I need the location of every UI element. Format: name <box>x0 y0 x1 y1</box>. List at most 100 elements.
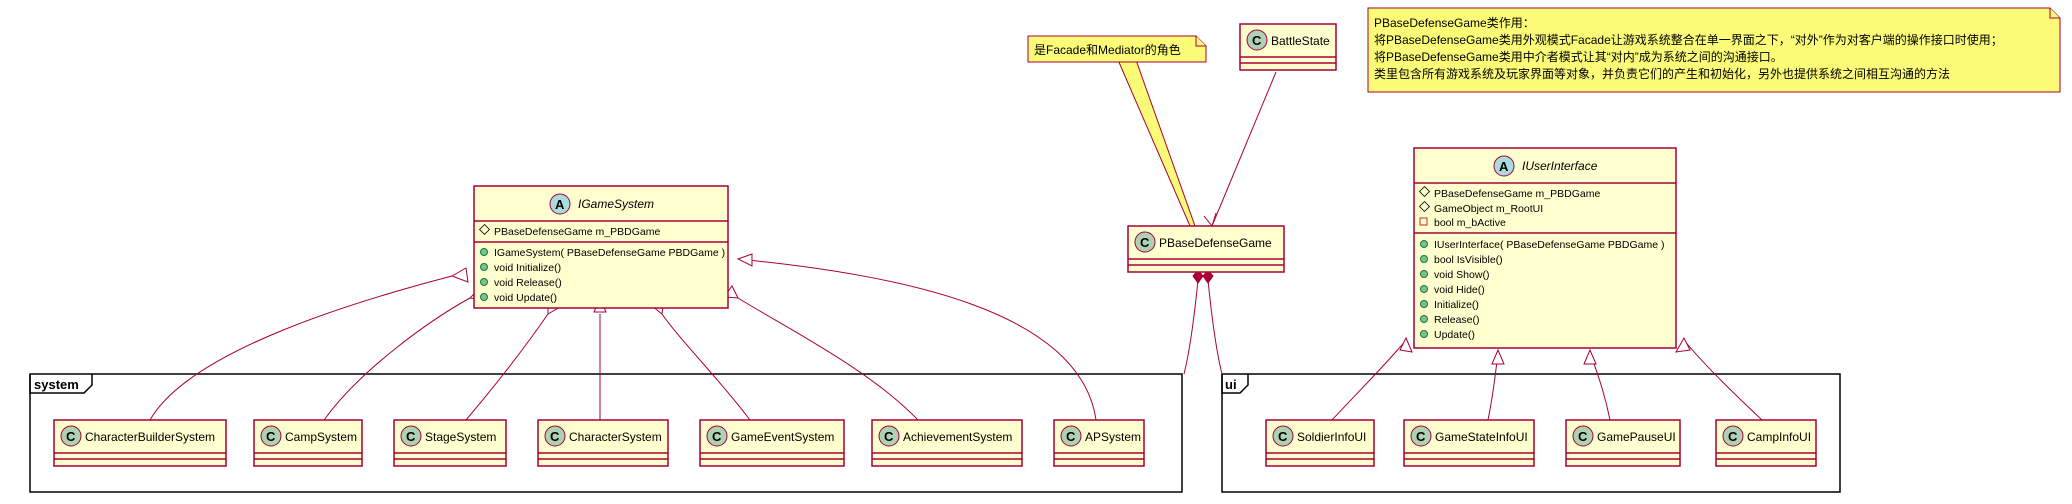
public-icon <box>480 248 488 256</box>
public-icon <box>1420 255 1428 263</box>
arrowhead-ui-2 <box>1491 348 1505 365</box>
pbasedefensegame-name: PBaseDefenseGame <box>1159 236 1272 250</box>
abstract-glyph: A <box>555 197 565 212</box>
iuserinterface-method-2: void Show() <box>1434 269 1489 281</box>
iuserinterface-method-0: IUserInterface( PBaseDefenseGame PBDGame… <box>1434 239 1665 251</box>
public-icon <box>1420 330 1428 338</box>
class-marker-icon <box>1272 425 1294 447</box>
class-glyph: C <box>1252 33 1262 48</box>
public-icon <box>1420 240 1428 248</box>
igamesystem-methods: IGameSystem( PBaseDefenseGame PBDGame ) … <box>480 247 725 304</box>
note-role-box <box>1027 35 1207 63</box>
edge-battlestate-pbdg <box>1211 71 1277 227</box>
class-stagesystem[interactable]: C StageSystem <box>393 419 507 467</box>
note-desc-line-1: 将PBaseDefenseGame类用外观模式Facade让游戏系统整合在单一界… <box>1374 32 2003 47</box>
class-gamestateinfoui[interactable]: C GameStateInfoUI <box>1403 419 1535 467</box>
class-marker-icon <box>1572 425 1594 447</box>
campsystem-name: CampSystem <box>285 430 357 444</box>
arrowhead-7 <box>736 253 753 267</box>
igamesystem-method-0: IGameSystem( PBaseDefenseGame PBDGame ) <box>494 247 725 259</box>
class-marker-icon <box>400 425 422 447</box>
class-pbasedefensegame[interactable]: C PBaseDefenseGame <box>1127 225 1285 273</box>
class-gameeventsystem[interactable]: C GameEventSystem <box>699 419 845 467</box>
class-glyph: C <box>1066 429 1076 444</box>
class-battlestate[interactable]: C BattleState <box>1239 23 1337 71</box>
class-apsystem[interactable]: C APSystem <box>1053 419 1145 467</box>
package-system-title: system <box>34 377 79 392</box>
class-glyph: C <box>66 429 76 444</box>
iuserinterface-field-0: PBaseDefenseGame m_PBDGame <box>1434 188 1600 200</box>
package-system-tab <box>29 374 93 394</box>
public-icon <box>1420 300 1428 308</box>
apsystem-name: APSystem <box>1085 430 1141 444</box>
public-icon <box>1420 315 1428 323</box>
class-achievementsystem[interactable]: C AchievementSystem <box>871 419 1023 467</box>
public-icon <box>1420 270 1428 278</box>
gamestateinfoui-name: GameStateInfoUI <box>1435 430 1528 444</box>
edge-gameeventsystem-igamesystem <box>661 313 751 421</box>
edge-campsystem-igamesystem <box>323 297 471 421</box>
note-role-fold <box>1195 36 1206 47</box>
note-desc-fold <box>2049 8 2060 19</box>
protected-icon <box>478 223 491 236</box>
edge-pbdg-system <box>1183 279 1199 375</box>
edge-soldierinfoui-iuserinterface <box>1331 339 1407 421</box>
igamesystem-method-3: void Update() <box>494 292 557 304</box>
iuserinterface-method-3: void Hide() <box>1434 284 1485 296</box>
class-marker-icon <box>544 425 566 447</box>
note-desc-line-3: 类里包含所有游戏系统及玩家界面等对象，并负责它们的产生和初始化，另外也提供系统之… <box>1374 66 1950 81</box>
package-system-frame <box>29 373 1183 493</box>
package-ui-tab <box>1221 374 1249 394</box>
abstract-marker-icon <box>549 193 571 215</box>
class-marker-icon <box>260 425 282 447</box>
class-characterbuildersystem[interactable]: C CharacterBuilderSystem <box>53 419 227 467</box>
class-charactersystem[interactable]: C CharacterSystem <box>537 419 669 467</box>
edge-pbdg-ui <box>1207 279 1223 375</box>
class-gamepauseui[interactable]: C GamePauseUI <box>1565 419 1681 467</box>
edge-characterbuildersystem-igamesystem <box>149 275 453 421</box>
igamesystem-box <box>473 185 729 309</box>
class-glyph: C <box>266 429 276 444</box>
note-desc-box <box>1367 7 2061 93</box>
edge-stagesystem-igamesystem <box>465 313 549 421</box>
campinfoui-name: CampInfoUI <box>1747 430 1811 444</box>
igamesystem-fields: PBaseDefenseGame m_PBDGame <box>478 223 660 238</box>
class-igamesystem[interactable]: A IGameSystem PBaseDefenseGame m_PBDGame… <box>473 185 729 309</box>
class-glyph: C <box>550 429 560 444</box>
gameeventsystem-name: GameEventSystem <box>731 430 834 444</box>
note-desc-line-0: PBaseDefenseGame类作用： <box>1374 16 1535 30</box>
class-marker-icon <box>1246 29 1268 51</box>
gamepauseui-name: GamePauseUI <box>1597 430 1676 444</box>
iuserinterface-method-5: Release() <box>1434 314 1480 326</box>
public-icon <box>480 293 488 301</box>
arrowhead-ui-1 <box>1399 336 1413 353</box>
soldierinfoui-name: SoldierInfoUI <box>1297 430 1366 444</box>
protected-icon <box>1418 200 1431 213</box>
igamesystem-name: IGameSystem <box>578 197 654 211</box>
class-marker-icon <box>1134 231 1156 253</box>
note-role-text: 是Facade和Mediator的角色 <box>1034 42 1181 57</box>
iuserinterface-method-6: Update() <box>1434 329 1475 341</box>
class-glyph: C <box>1416 429 1426 444</box>
iuserinterface-method-1: bool IsVisible() <box>1434 254 1503 266</box>
class-marker-icon <box>1060 425 1082 447</box>
abstract-glyph: A <box>1499 159 1509 174</box>
characterbuildersystem-name: CharacterBuilderSystem <box>85 430 215 444</box>
package-ui-title: ui <box>1225 377 1237 392</box>
iuserinterface-fields: PBaseDefenseGame m_PBDGame GameObject m_… <box>1418 185 1600 229</box>
class-glyph: C <box>1140 235 1150 250</box>
class-campsystem[interactable]: C CampSystem <box>253 419 363 467</box>
public-icon <box>480 263 488 271</box>
package-ui-frame <box>1221 373 1841 493</box>
stagesystem-name: StageSystem <box>425 430 496 444</box>
class-iuserinterface[interactable]: A IUserInterface PBaseDefenseGame m_PBDG… <box>1413 147 1677 349</box>
arrowhead-ui-4 <box>1675 336 1691 353</box>
note-description: PBaseDefenseGame类作用： 将PBaseDefenseGame类用… <box>1367 7 2061 93</box>
composition-diamond-system <box>1192 269 1204 284</box>
class-campinfoui[interactable]: C CampInfoUI <box>1715 419 1817 467</box>
class-soldierinfoui[interactable]: C SoldierInfoUI <box>1265 419 1375 467</box>
composition-diamond-ui <box>1202 269 1214 284</box>
class-marker-icon <box>1410 425 1432 447</box>
iuserinterface-method-4: Initialize() <box>1434 299 1479 311</box>
